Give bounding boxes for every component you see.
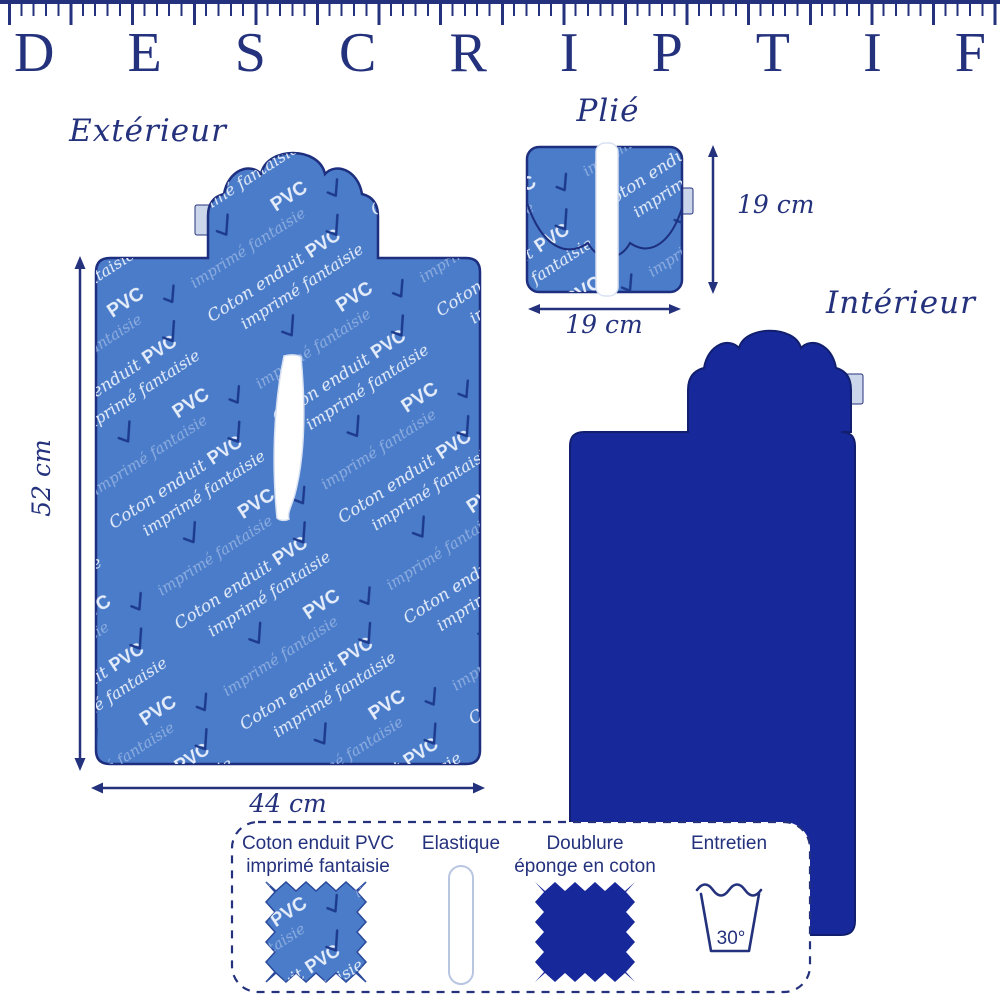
- legend-item-lining-label-line1: Doublure: [546, 833, 623, 854]
- legend-item-elastic-label: Elastique: [422, 833, 500, 854]
- exterior-width-value: 44 cm: [248, 789, 326, 818]
- legend-box: [230, 820, 812, 994]
- care-temperature: 30°: [717, 928, 746, 949]
- exterior-height-dimension: 52 cm: [27, 256, 86, 771]
- legend-item-care-label: Entretien: [691, 833, 767, 854]
- measuring-tape-ruler: [0, 0, 1000, 30]
- exterior-section-label: Extérieur: [68, 113, 228, 149]
- legend: Coton enduit PVC imprimé fantaisie Elast…: [230, 820, 812, 994]
- legend-item-pvc-label-line1: Coton enduit PVC: [242, 833, 394, 854]
- exterior-width-dimension: 44 cm: [91, 782, 485, 818]
- interior-section-label: Intérieur: [825, 285, 977, 321]
- legend-item-pvc-label-line2: imprimé fantaisie: [246, 856, 390, 877]
- folded-width-value: 19 cm: [565, 310, 642, 339]
- terry-lining-swatch: [535, 882, 635, 982]
- folded-height-value: 19 cm: [737, 190, 814, 219]
- interior-mat-shape: [569, 329, 856, 936]
- wash-icon: [695, 883, 763, 953]
- folded-width-dimension: 19 cm: [528, 304, 681, 339]
- folded-height-dimension: 19 cm: [708, 145, 814, 294]
- exterior-height-value: 52 cm: [27, 439, 56, 516]
- elastic-loop: [273, 354, 305, 522]
- pvc-fabric-swatch-pattern: [266, 882, 366, 982]
- legend-item-lining-label-line2: éponge en coton: [514, 856, 656, 877]
- folded-section-label: Plié: [575, 93, 639, 129]
- elastic-swatch: [448, 865, 474, 985]
- elastic-band: [595, 142, 619, 297]
